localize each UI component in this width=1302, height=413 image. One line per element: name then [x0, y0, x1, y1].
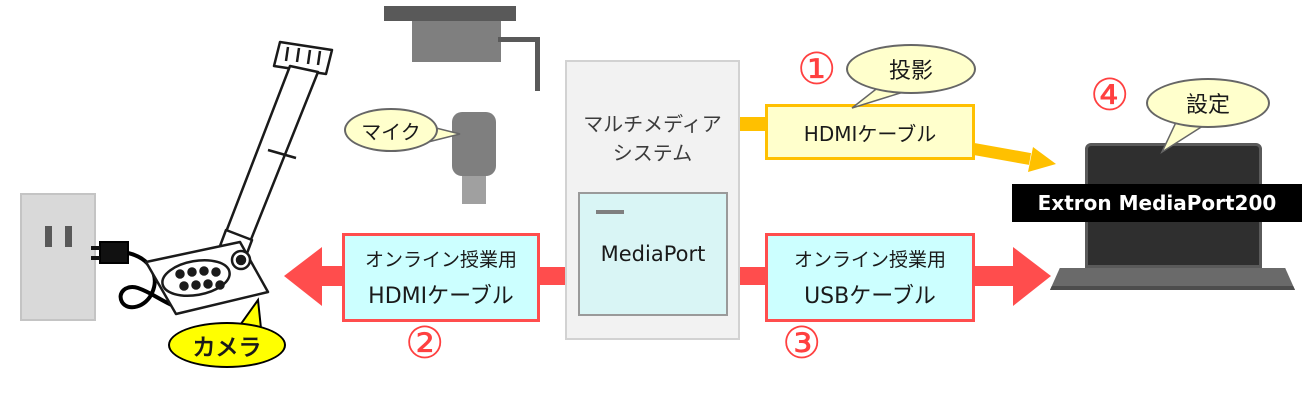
hdmi-cable-box: HDMIケーブル — [765, 104, 975, 160]
step-4-badge: ④ — [1090, 70, 1130, 121]
laptop-base — [1050, 268, 1295, 290]
projector-cable-vertical — [535, 37, 540, 91]
laptop-screen-label: Extron MediaPort200 — [1037, 191, 1277, 215]
settings-bubble-label: 設定 — [1185, 93, 1230, 118]
online-hdmi-line2: HDMIケーブル — [368, 284, 514, 309]
step-2-badge: ② — [405, 318, 445, 369]
online-usb-line2: USBケーブル — [804, 284, 936, 309]
online-usb-line1: オンライン授業用 — [793, 249, 946, 271]
step-1-badge: ① — [797, 44, 837, 95]
multimedia-system-title: マルチメディア システム — [567, 110, 738, 168]
step-3-badge: ③ — [782, 318, 822, 369]
hdmi-cable-label: HDMIケーブル — [803, 121, 937, 146]
mediaport-label: MediaPort — [600, 242, 706, 266]
camera-bubble: カメラ — [168, 322, 286, 368]
projector-cable-horizontal — [498, 37, 540, 42]
settings-bubble: 設定 — [1146, 78, 1270, 128]
laptop-screen-banner: Extron MediaPort200 — [1012, 184, 1302, 222]
system-title-line2: システム — [612, 141, 693, 165]
camera-bubble-label: カメラ — [192, 335, 262, 361]
mic-bubble-label: マイク — [361, 119, 421, 144]
mediaport-port-mark — [596, 210, 624, 214]
red-arrow-right — [738, 247, 1051, 306]
red-arrow-left — [284, 247, 570, 306]
yellow-arrow-projection — [736, 117, 1056, 172]
projection-bubble-label: 投影 — [888, 59, 933, 84]
ceiling-mount-bar — [384, 6, 516, 21]
microphone-icon — [452, 112, 496, 176]
online-hdmi-cable-box: オンライン授業用 HDMIケーブル — [342, 233, 540, 322]
system-title-line1: マルチメディア — [583, 112, 722, 136]
outlet-slot-left — [45, 226, 52, 247]
outlet-slot-right — [65, 226, 72, 247]
document-camera-illustration — [144, 40, 334, 316]
online-hdmi-line1: オンライン授業用 — [364, 249, 517, 271]
mic-bubble: マイク — [344, 108, 438, 152]
mediaport-box: MediaPort — [578, 192, 728, 316]
wall-outlet — [20, 193, 96, 321]
multimedia-system-box: マルチメディア システム MediaPort — [565, 60, 740, 340]
online-usb-cable-box: オンライン授業用 USBケーブル — [765, 233, 975, 322]
projection-bubble: 投影 — [846, 44, 976, 94]
microphone-stem — [462, 176, 486, 204]
projector-body — [412, 21, 501, 62]
